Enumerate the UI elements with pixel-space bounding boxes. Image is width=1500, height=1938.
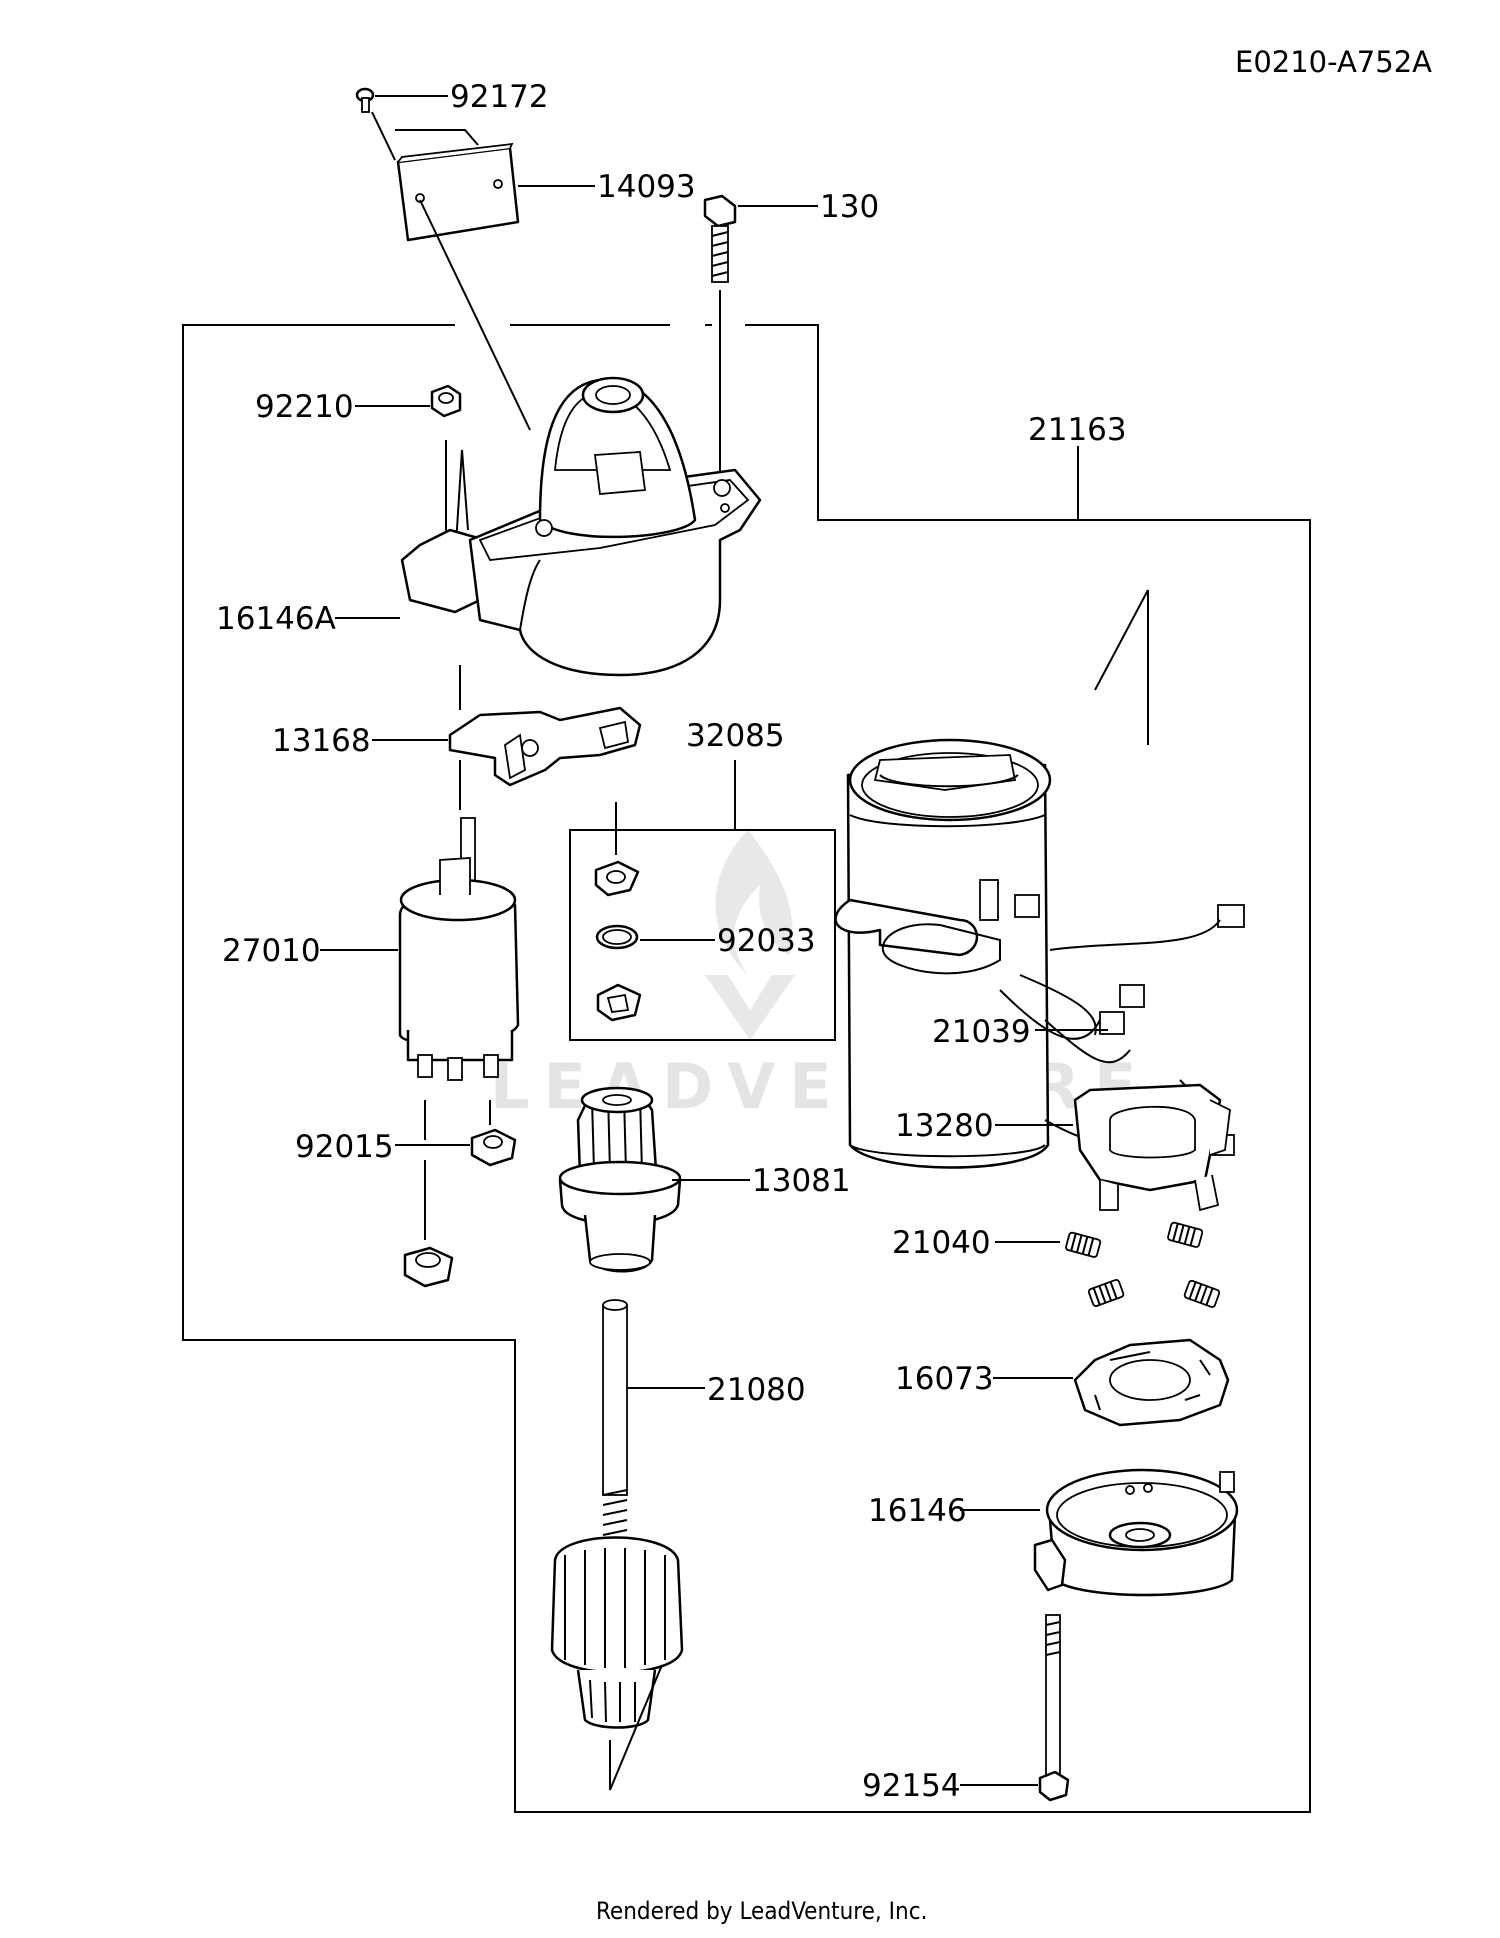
callout-27010: 27010 — [222, 933, 321, 969]
callout-92154: 92154 — [862, 1768, 961, 1804]
assembly-boundary — [182, 324, 1311, 1813]
callout-92210: 92210 — [255, 389, 354, 425]
callout-21080: 21080 — [707, 1372, 806, 1408]
plate-14093 — [396, 142, 520, 242]
callout-32085: 32085 — [686, 718, 785, 754]
plate-16073 — [1073, 1338, 1230, 1427]
nut-92015-a — [470, 1128, 517, 1167]
kit-parts — [594, 860, 642, 1022]
callout-92015: 92015 — [295, 1129, 394, 1165]
callout-130: 130 — [820, 189, 879, 225]
nut-92210 — [430, 384, 462, 418]
callout-16146: 16146 — [868, 1493, 967, 1529]
callout-16146A: 16146A — [216, 601, 336, 637]
screw-92172 — [355, 87, 375, 113]
drive-13081 — [558, 1086, 682, 1273]
callout-14093: 14093 — [597, 169, 696, 205]
bolt-130 — [703, 194, 737, 283]
armature-21080 — [550, 1299, 684, 1729]
diagram-code: E0210-A752A — [1235, 45, 1432, 79]
bolt-92154 — [1038, 1614, 1070, 1802]
callout-92033: 92033 — [717, 923, 816, 959]
callout-16073: 16073 — [895, 1361, 994, 1397]
footer-credit: Rendered by LeadVenture, Inc. — [596, 1897, 927, 1925]
yoke-21039 — [834, 738, 1245, 1169]
callout-21040: 21040 — [892, 1225, 991, 1261]
front-housing-16146A — [400, 376, 762, 677]
callout-13168: 13168 — [272, 723, 371, 759]
lever-13168 — [448, 706, 642, 787]
callout-92172: 92172 — [450, 79, 549, 115]
callout-13081: 13081 — [752, 1163, 851, 1199]
springs-21040 — [1065, 1221, 1221, 1308]
end-cover-16146 — [1033, 1468, 1239, 1597]
kit-box-32085 — [569, 829, 836, 1041]
callout-21039: 21039 — [932, 1014, 1031, 1050]
solenoid-27010 — [398, 817, 520, 1081]
callout-21163: 21163 — [1028, 412, 1127, 448]
nut-92015-b — [403, 1246, 454, 1288]
watermark: LEADVENTURE — [490, 830, 1136, 1123]
brush-holder-13280 — [1073, 1083, 1231, 1212]
callout-13280: 13280 — [895, 1108, 994, 1144]
